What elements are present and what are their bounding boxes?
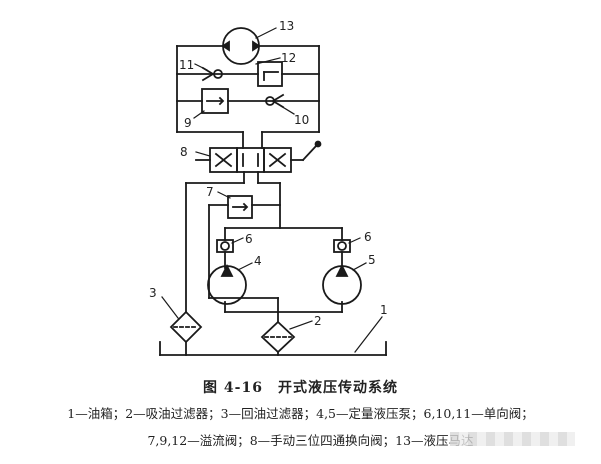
label-2: 2 [314,314,322,328]
label-7: 7 [206,185,214,199]
label-3: 3 [149,286,157,300]
label-6-right: 6 [364,230,372,244]
supply-return-lines [185,171,343,356]
directional-valve-8 [195,140,322,173]
check-valve-6-right [333,239,351,253]
relief-valve-12 [257,61,283,87]
watermark-strip [450,432,575,446]
label-5: 5 [368,253,376,267]
label-4: 4 [254,254,262,268]
check-valve-10 [265,93,285,109]
label-9: 9 [184,116,192,130]
leader-lines [161,27,383,353]
oil-tank-1 [159,341,387,356]
label-1: 1 [380,303,388,317]
check-valve-6-left [216,239,234,253]
pump-4 [207,263,247,305]
relief-valve-9 [201,88,229,114]
label-8: 8 [180,145,188,159]
pump-5 [322,263,362,305]
label-12: 12 [281,51,296,65]
legend-line-1: 1—油箱；2—吸油过滤器；3—回油过滤器；4,5—定量液压泵；6,10,11—单… [67,406,534,421]
relief-valve-7 [227,195,253,219]
label-11: 11 [179,58,194,72]
label-13: 13 [279,19,294,33]
legend-line-2: 7,9,12—溢流阀；8—手动三位四通换向阀；13—液压马达 [147,433,474,448]
hydraulic-motor-13 [221,27,261,65]
suction-filter-2 [260,320,296,354]
label-6-left: 6 [245,232,253,246]
return-filter-3 [169,310,203,344]
figure-title: 图 4-16 开式液压传动系统 [203,380,398,396]
motor-loop-lines [176,45,320,149]
label-10: 10 [294,113,309,127]
